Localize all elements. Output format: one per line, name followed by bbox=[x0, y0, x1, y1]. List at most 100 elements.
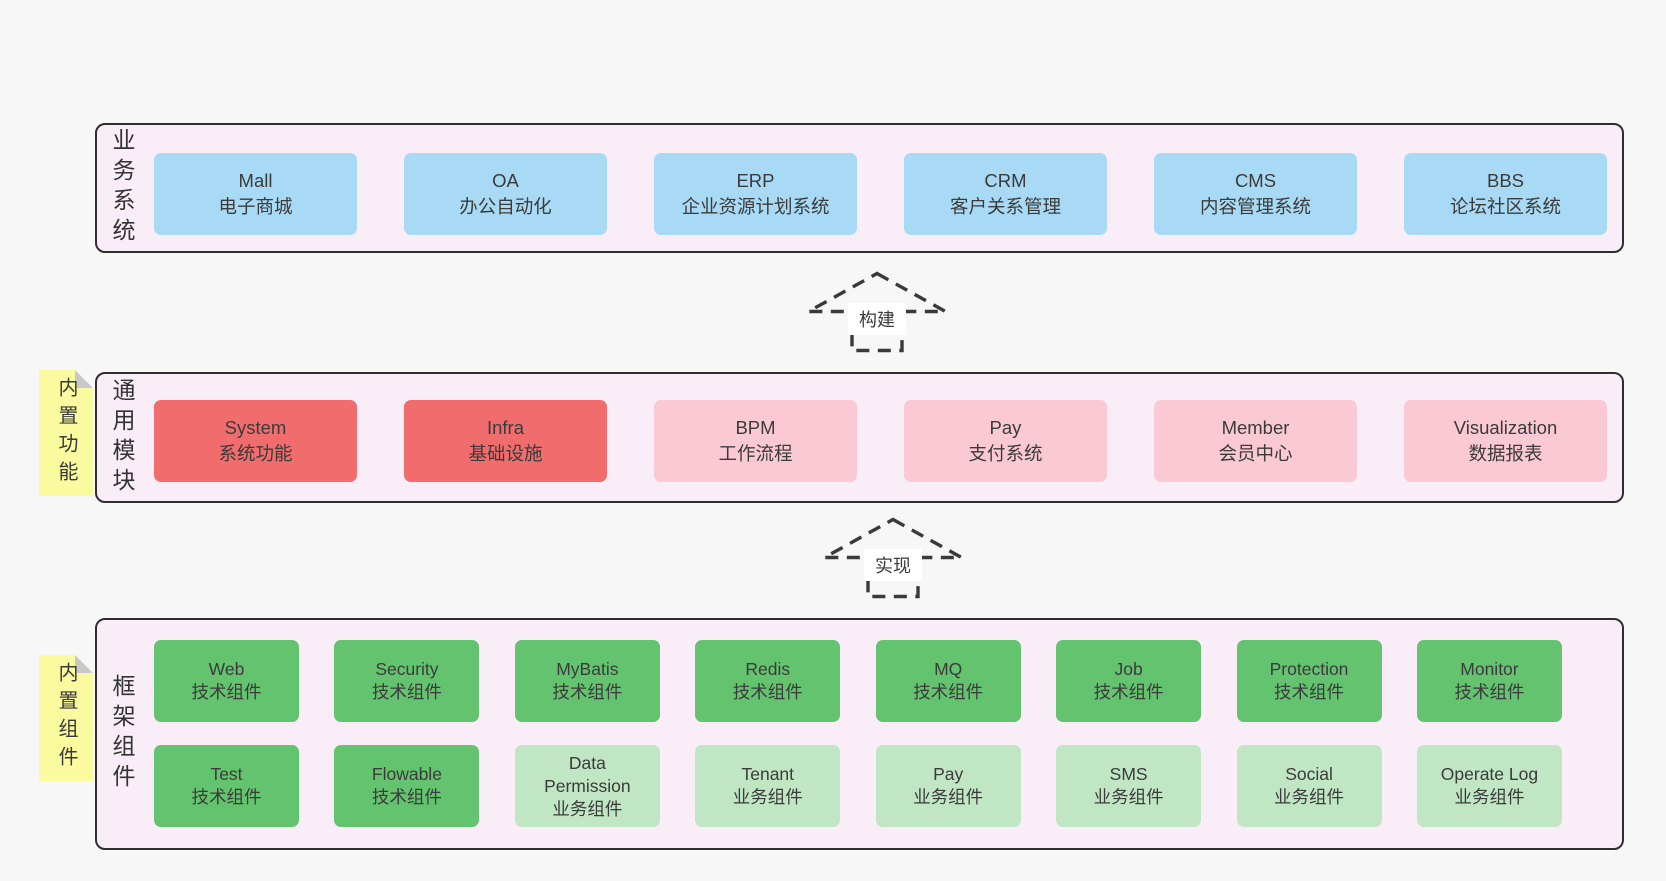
box-infra: Infra 基础设施 bbox=[404, 400, 607, 482]
box-title: Monitor bbox=[1460, 659, 1519, 679]
arrow-implement: 实现 bbox=[821, 517, 965, 599]
box-title: ERP bbox=[736, 170, 775, 191]
box-pay: Pay 业务组件 bbox=[875, 745, 1021, 827]
box-subtitle: 业务组件 bbox=[1274, 787, 1345, 807]
box-subtitle: 技术组件 bbox=[732, 682, 803, 702]
box-oa: OA 办公自动化 bbox=[404, 153, 607, 235]
box-subtitle: 企业资源计划系统 bbox=[681, 196, 830, 217]
box-mq: MQ 技术组件 bbox=[875, 640, 1021, 722]
box-subtitle: 技术组件 bbox=[552, 682, 623, 702]
layer-business-systems: 业务系统 Mall 电子商城 OA 办公自动化 ERP 企业资源计划系统 CRM 客户关系管理… bbox=[95, 123, 1624, 253]
arrow-build: 构建 bbox=[805, 271, 949, 353]
box-protection: Protection 技术组件 bbox=[1236, 640, 1382, 722]
box-title: MQ bbox=[934, 659, 963, 679]
box-subtitle: 技术组件 bbox=[1093, 682, 1164, 702]
layer-label-business: 业务系统 bbox=[109, 128, 135, 248]
box-title: Data Permission bbox=[544, 752, 631, 796]
box-mall: Mall 电子商城 bbox=[154, 153, 357, 235]
box-title: Social bbox=[1285, 764, 1333, 784]
box-tenant: Tenant 业务组件 bbox=[695, 745, 841, 827]
box-security: Security 技术组件 bbox=[334, 640, 480, 722]
layer-label-modules: 通用模块 bbox=[109, 377, 135, 498]
box-subtitle: 业务组件 bbox=[1454, 787, 1525, 807]
arrow-label: 实现 bbox=[875, 556, 911, 576]
note-text: 内置组件 bbox=[55, 662, 77, 774]
box-mybatis: MyBatis 技术组件 bbox=[514, 640, 660, 722]
box-subtitle: 业务组件 bbox=[732, 787, 803, 807]
box-subtitle: 技术组件 bbox=[1274, 682, 1345, 702]
box-title: Visualization bbox=[1453, 417, 1558, 438]
box-subtitle: 技术组件 bbox=[913, 682, 984, 702]
box-title: OA bbox=[492, 170, 519, 191]
box-title: System bbox=[224, 417, 287, 438]
box-bpm: BPM 工作流程 bbox=[654, 400, 857, 482]
box-title: Flowable bbox=[371, 764, 442, 784]
box-sms: SMS 业务组件 bbox=[1056, 745, 1202, 827]
box-member: Member 会员中心 bbox=[1154, 400, 1357, 482]
box-subtitle: 工作流程 bbox=[718, 443, 793, 464]
box-title: Test bbox=[210, 764, 243, 784]
box-subtitle: 技术组件 bbox=[1454, 682, 1525, 702]
box-title: Web bbox=[208, 659, 245, 679]
box-subtitle: 业务组件 bbox=[1093, 787, 1164, 807]
box-title: Security bbox=[375, 659, 439, 679]
box-title: Mall bbox=[238, 170, 273, 191]
box-subtitle: 业务组件 bbox=[913, 787, 984, 807]
box-subtitle: 支付系统 bbox=[968, 443, 1043, 464]
box-bbs: BBS 论坛社区系统 bbox=[1404, 153, 1607, 235]
box-web: Web 技术组件 bbox=[154, 640, 299, 722]
box-title: CMS bbox=[1234, 170, 1277, 191]
box-title: Redis bbox=[745, 659, 791, 679]
box-title: Tenant bbox=[741, 764, 795, 784]
box-subtitle: 技术组件 bbox=[371, 682, 442, 702]
box-subtitle: 论坛社区系统 bbox=[1449, 196, 1561, 217]
box-subtitle: 办公自动化 bbox=[459, 196, 552, 217]
box-subtitle: 电子商城 bbox=[218, 196, 293, 217]
arrow-label: 构建 bbox=[859, 310, 895, 330]
box-title: SMS bbox=[1109, 764, 1148, 784]
box-title: Pay bbox=[933, 764, 964, 784]
box-subtitle: 技术组件 bbox=[191, 682, 262, 702]
box-title: Operate Log bbox=[1440, 764, 1539, 784]
box-subtitle: 业务组件 bbox=[552, 798, 623, 819]
box-social: Social 业务组件 bbox=[1236, 745, 1382, 827]
box-subtitle: 基础设施 bbox=[468, 443, 543, 464]
box-test: Test 技术组件 bbox=[154, 745, 299, 827]
box-monitor: Monitor 技术组件 bbox=[1416, 640, 1562, 722]
note-fold-corner-icon bbox=[75, 370, 93, 388]
arrow-up-outline bbox=[805, 271, 949, 353]
box-operate-log: Operate Log 业务组件 bbox=[1416, 745, 1562, 827]
box-subtitle: 会员中心 bbox=[1218, 443, 1293, 464]
business-boxes-row: Mall 电子商城 OA 办公自动化 ERP 企业资源计划系统 CRM 客户关系管理 CMS 内容… bbox=[97, 153, 1622, 235]
box-title: Infra bbox=[486, 417, 525, 438]
box-redis: Redis 技术组件 bbox=[695, 640, 841, 722]
box-crm: CRM 客户关系管理 bbox=[904, 153, 1107, 235]
box-cms: CMS 内容管理系统 bbox=[1154, 153, 1357, 235]
box-title: MyBatis bbox=[556, 659, 619, 679]
box-pay: Pay 支付系统 bbox=[904, 400, 1107, 482]
box-subtitle: 客户关系管理 bbox=[949, 196, 1061, 217]
box-subtitle: 技术组件 bbox=[191, 787, 262, 807]
box-title: Member bbox=[1221, 417, 1290, 438]
note-built-in-features: 内置功能 bbox=[39, 370, 93, 496]
box-title: CRM bbox=[984, 170, 1027, 191]
box-subtitle: 技术组件 bbox=[371, 787, 442, 807]
box-title: BPM bbox=[735, 417, 776, 438]
box-title: Pay bbox=[989, 417, 1022, 438]
box-subtitle: 内容管理系统 bbox=[1199, 196, 1311, 217]
box-title: Protection bbox=[1269, 659, 1349, 679]
box-erp: ERP 企业资源计划系统 bbox=[654, 153, 857, 235]
arrow-label-backdrop bbox=[848, 303, 906, 335]
box-title: BBS bbox=[1486, 170, 1525, 191]
note-built-in-components: 内置组件 bbox=[39, 655, 93, 781]
box-flowable: Flowable 技术组件 bbox=[334, 745, 480, 827]
